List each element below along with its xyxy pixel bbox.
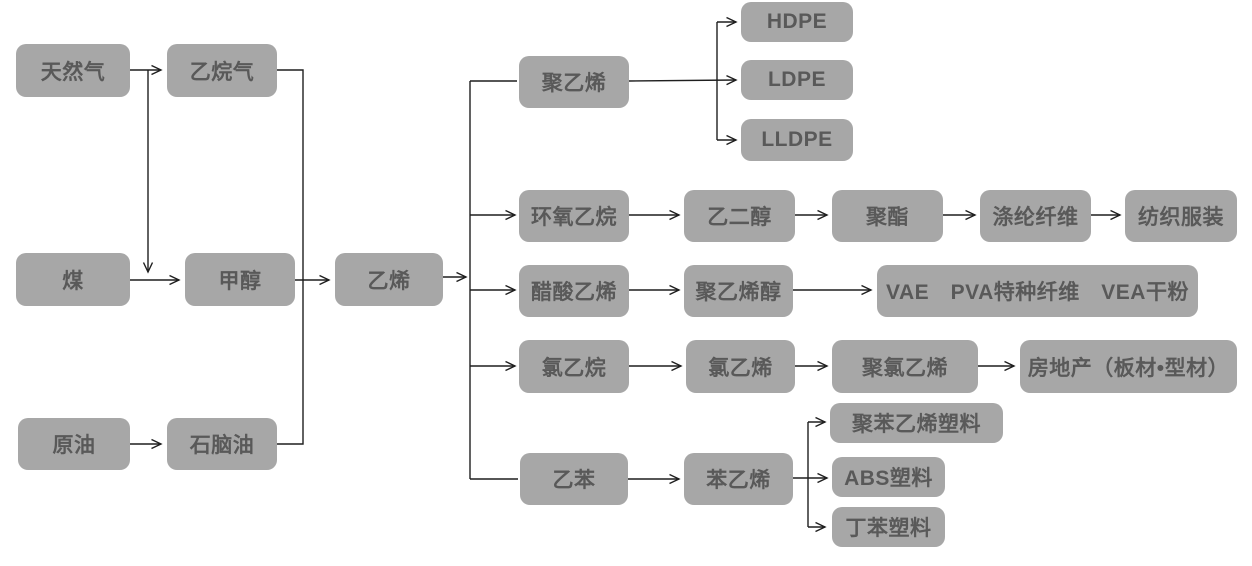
node-ldpe: LDPE <box>741 60 853 100</box>
node-real-estate: 房地产（板材•型材） <box>1020 340 1237 393</box>
node-pvc: 聚氯乙烯 <box>832 340 978 393</box>
node-natural-gas: 天然气 <box>16 44 130 97</box>
node-polyester-fiber: 涤纶纤维 <box>980 190 1091 242</box>
node-polyethylene: 聚乙烯 <box>519 56 629 108</box>
node-vinyl-acetate: 醋酸乙烯 <box>519 265 629 317</box>
node-polyester: 聚酯 <box>832 190 943 242</box>
node-polyvinyl-alcohol: 聚乙烯醇 <box>684 265 793 317</box>
connector-polyethylene-to-ldpe <box>628 74 738 86</box>
node-abs-plastic: ABS塑料 <box>832 457 945 497</box>
node-textile-apparel: 纺织服装 <box>1125 190 1237 242</box>
node-styrene: 苯乙烯 <box>684 453 793 505</box>
node-vae-products: VAE PVA特种纤维 VEA干粉 <box>877 265 1198 317</box>
node-naphtha: 石脑油 <box>167 418 277 470</box>
node-ethane-gas: 乙烷气 <box>167 44 277 97</box>
node-crude-oil: 原油 <box>18 418 130 470</box>
node-sbr-plastic: 丁苯塑料 <box>832 507 945 547</box>
node-lldpe: LLDPE <box>741 119 853 161</box>
node-chloroethane: 氯乙烷 <box>519 340 629 393</box>
connector-naphtha-merge <box>277 280 304 445</box>
node-hdpe: HDPE <box>741 2 853 42</box>
node-vinyl-chloride: 氯乙烯 <box>686 340 795 393</box>
connector-ethane-merge <box>277 69 304 280</box>
node-ethylene: 乙烯 <box>335 253 443 306</box>
node-coal: 煤 <box>16 253 130 306</box>
node-ethylene-oxide: 环氧乙烷 <box>519 190 629 242</box>
node-polystyrene-plastic: 聚苯乙烯塑料 <box>830 403 1003 443</box>
node-ethylbenzene: 乙苯 <box>520 453 628 505</box>
node-methanol: 甲醇 <box>185 253 295 306</box>
node-ethylene-glycol: 乙二醇 <box>684 190 795 242</box>
